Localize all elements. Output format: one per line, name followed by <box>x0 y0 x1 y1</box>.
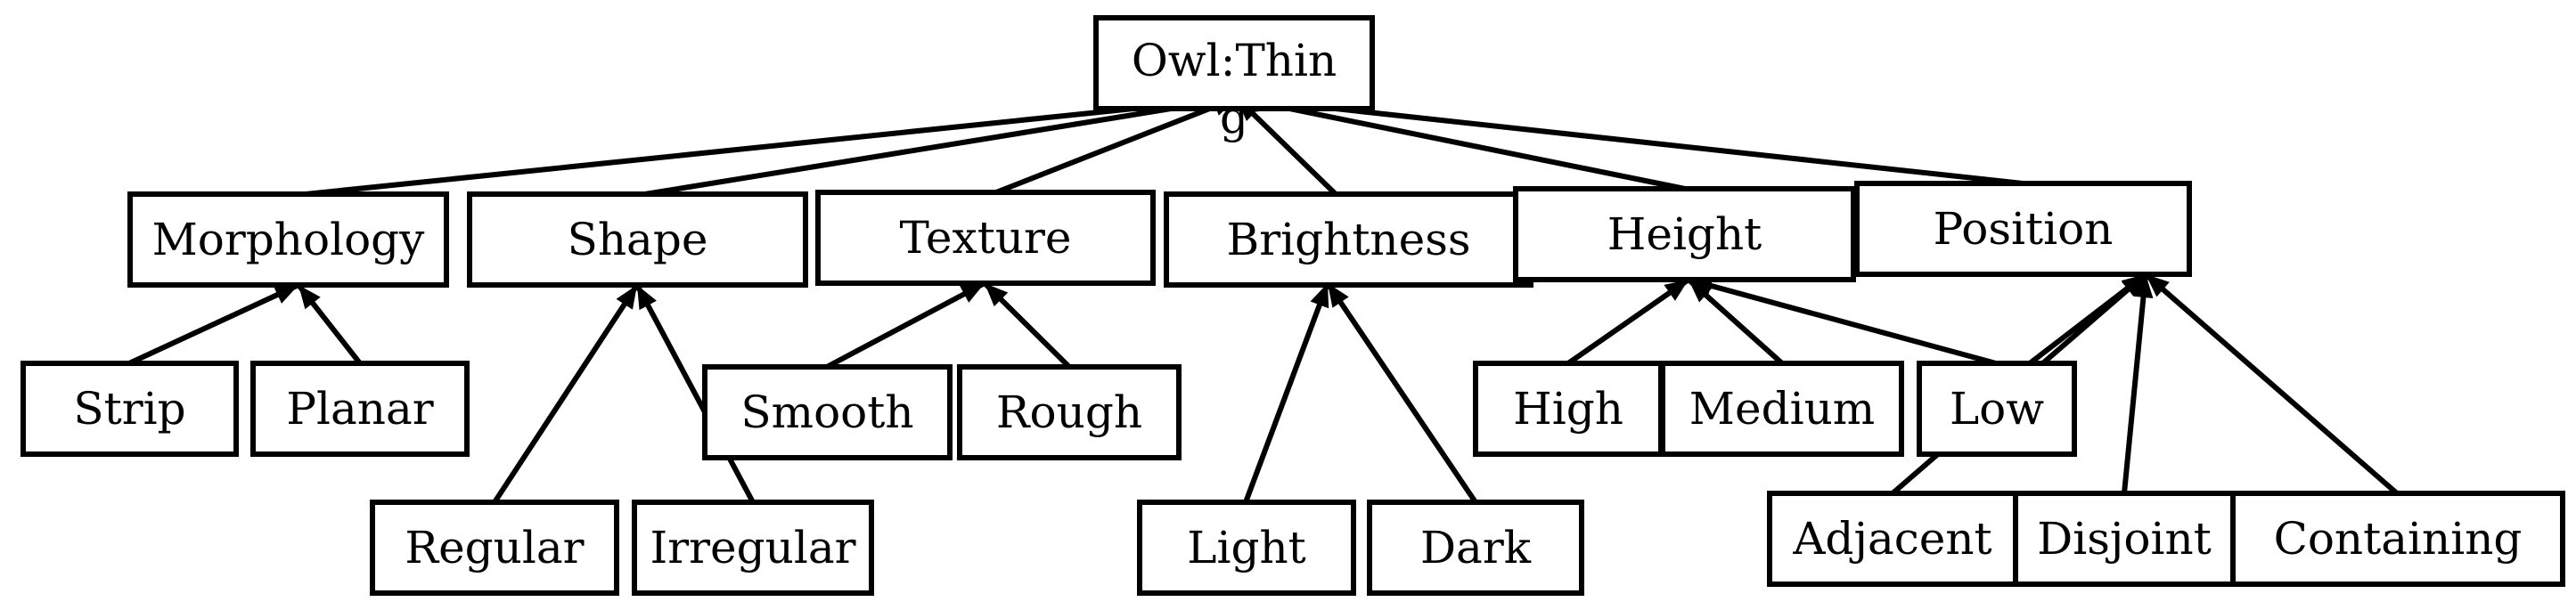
node-label: Adjacent <box>1792 513 1991 565</box>
node-planar: Planar <box>250 361 470 457</box>
node-disjoint: Disjoint <box>2013 491 2236 587</box>
node-label: Low <box>1950 383 2044 435</box>
node-label: Regular <box>405 522 584 573</box>
edge-dark-to-brightness <box>1325 281 1478 504</box>
node-low: Low <box>1917 361 2077 457</box>
arrowhead-icon <box>2146 274 2170 297</box>
edge-high-to-height <box>1566 277 1690 366</box>
node-position: Position <box>1854 181 2192 277</box>
node-morphology: Morphology <box>127 191 449 288</box>
node-box <box>702 364 953 460</box>
node-medium: Medium <box>1660 361 1904 457</box>
node-label: Medium <box>1689 383 1875 435</box>
node-high: High <box>1473 361 1664 457</box>
edge-irregular-to-shape <box>634 283 756 504</box>
node-irregular: Irregular <box>632 500 874 596</box>
edge-shape-to-owl-thin-g <box>644 95 1238 197</box>
node-label: Containing <box>2274 513 2523 565</box>
edge-morphology-to-owl-thin-g <box>305 95 1238 197</box>
node-label: Strip <box>73 383 185 435</box>
node-box <box>127 191 449 288</box>
edge-regular-to-shape <box>492 283 640 504</box>
node-brightness: Brightness <box>1164 191 1533 288</box>
node-box <box>1367 500 1584 596</box>
node-containing: Containing <box>2230 491 2565 587</box>
node-adjacent: Adjacent <box>1767 491 2018 587</box>
node-label: Position <box>1934 203 2114 255</box>
node-dark: Dark <box>1367 500 1584 596</box>
edge-containing-to-position <box>2144 272 2399 496</box>
arrowhead-icon <box>2133 274 2154 298</box>
edge-strip-to-morphology <box>127 282 300 366</box>
node-box <box>2013 491 2236 587</box>
edge-disjoint-to-position <box>2122 273 2148 494</box>
node-box <box>1164 191 1533 288</box>
edge-position-to-owl-thin-g <box>1236 95 2024 186</box>
node-height: Height <box>1513 186 1856 282</box>
edge-height-to-owl-thin-g <box>1236 95 1686 191</box>
arrowhead-icon <box>1328 283 1349 308</box>
node-box <box>957 364 1182 460</box>
arrowhead-icon <box>1689 280 1713 303</box>
node-texture: Texture <box>815 190 1156 286</box>
arrowhead-icon <box>2122 274 2146 297</box>
node-label: Rough <box>996 386 1142 438</box>
node-box <box>1093 15 1375 111</box>
node-box <box>632 500 874 596</box>
node-shape: Shape <box>467 191 808 288</box>
arrowhead-icon <box>637 285 657 311</box>
node-label: Disjoint <box>2037 513 2212 565</box>
node-label: Planar <box>286 383 433 435</box>
node-box <box>20 361 239 457</box>
node-label: Smooth <box>740 386 913 438</box>
node-box <box>1854 181 2192 277</box>
node-box <box>1917 361 2077 457</box>
arrowhead-icon <box>616 285 637 310</box>
arrowhead-icon <box>298 285 321 310</box>
node-box <box>2230 491 2565 587</box>
edge-light-to-brightness <box>1243 281 1330 504</box>
node-label: High <box>1513 383 1623 435</box>
node-box <box>370 500 619 596</box>
edge-smooth-to-texture <box>825 281 986 370</box>
node-label: Irregular <box>650 522 855 573</box>
node-light: Light <box>1137 500 1356 596</box>
node-box <box>1513 186 1856 282</box>
arrowhead-icon <box>273 285 298 304</box>
arrowhead-icon <box>1310 283 1329 309</box>
node-box <box>1660 361 1904 457</box>
node-label: Height <box>1607 208 1762 260</box>
node-rough: Rough <box>957 364 1182 460</box>
node-box <box>467 191 808 288</box>
node-label: Shape <box>568 214 708 265</box>
arrowhead-icon <box>1664 280 1689 301</box>
node-label: Dark <box>1420 522 1532 573</box>
node-box <box>815 190 1156 286</box>
node-box <box>1767 491 2018 587</box>
node-label: Morphology <box>152 214 426 265</box>
node-label: Brightness <box>1226 214 1470 265</box>
node-box <box>250 361 470 457</box>
arrowhead-icon <box>985 283 1009 307</box>
edge-texture-to-owl-thin-g <box>994 95 1239 195</box>
node-regular: Regular <box>370 500 619 596</box>
node-box <box>1137 500 1356 596</box>
node-smooth: Smooth <box>702 364 953 460</box>
node-label: Light <box>1187 522 1306 573</box>
arrowhead-icon <box>959 283 985 303</box>
edge-low-to-height <box>1688 277 1997 366</box>
node-box <box>1473 361 1664 457</box>
node-strip: Strip <box>20 361 239 457</box>
node-label: Texture <box>899 212 1071 264</box>
